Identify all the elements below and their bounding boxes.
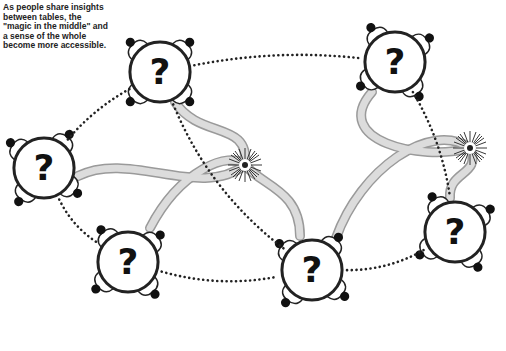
table-circle: ? xyxy=(423,200,487,264)
question-mark: ? xyxy=(34,150,55,186)
dotted-connector xyxy=(66,89,129,141)
question-mark: ? xyxy=(445,214,466,250)
question-mark: ? xyxy=(118,244,139,280)
dotted-connector xyxy=(173,104,284,248)
caption-note: As people share insights between tables,… xyxy=(3,3,111,51)
dotted-connector xyxy=(162,272,278,282)
magic-starburst xyxy=(453,131,487,165)
magic-starburst xyxy=(228,148,262,182)
people-figures xyxy=(0,14,504,316)
swirl-bands xyxy=(78,92,473,238)
question-mark: ? xyxy=(150,54,171,90)
dotted-connector xyxy=(413,92,450,197)
dotted-connector xyxy=(59,199,98,243)
question-mark: ? xyxy=(385,44,406,80)
table-circle: ? xyxy=(96,230,160,294)
dotted-connector xyxy=(194,55,360,65)
table-circle: ? xyxy=(280,238,344,302)
dotted-connector xyxy=(347,250,425,271)
table-circle: ? xyxy=(128,40,192,104)
question-mark: ? xyxy=(302,252,323,288)
table-circle: ? xyxy=(363,30,427,94)
table-circle: ? xyxy=(12,136,76,200)
